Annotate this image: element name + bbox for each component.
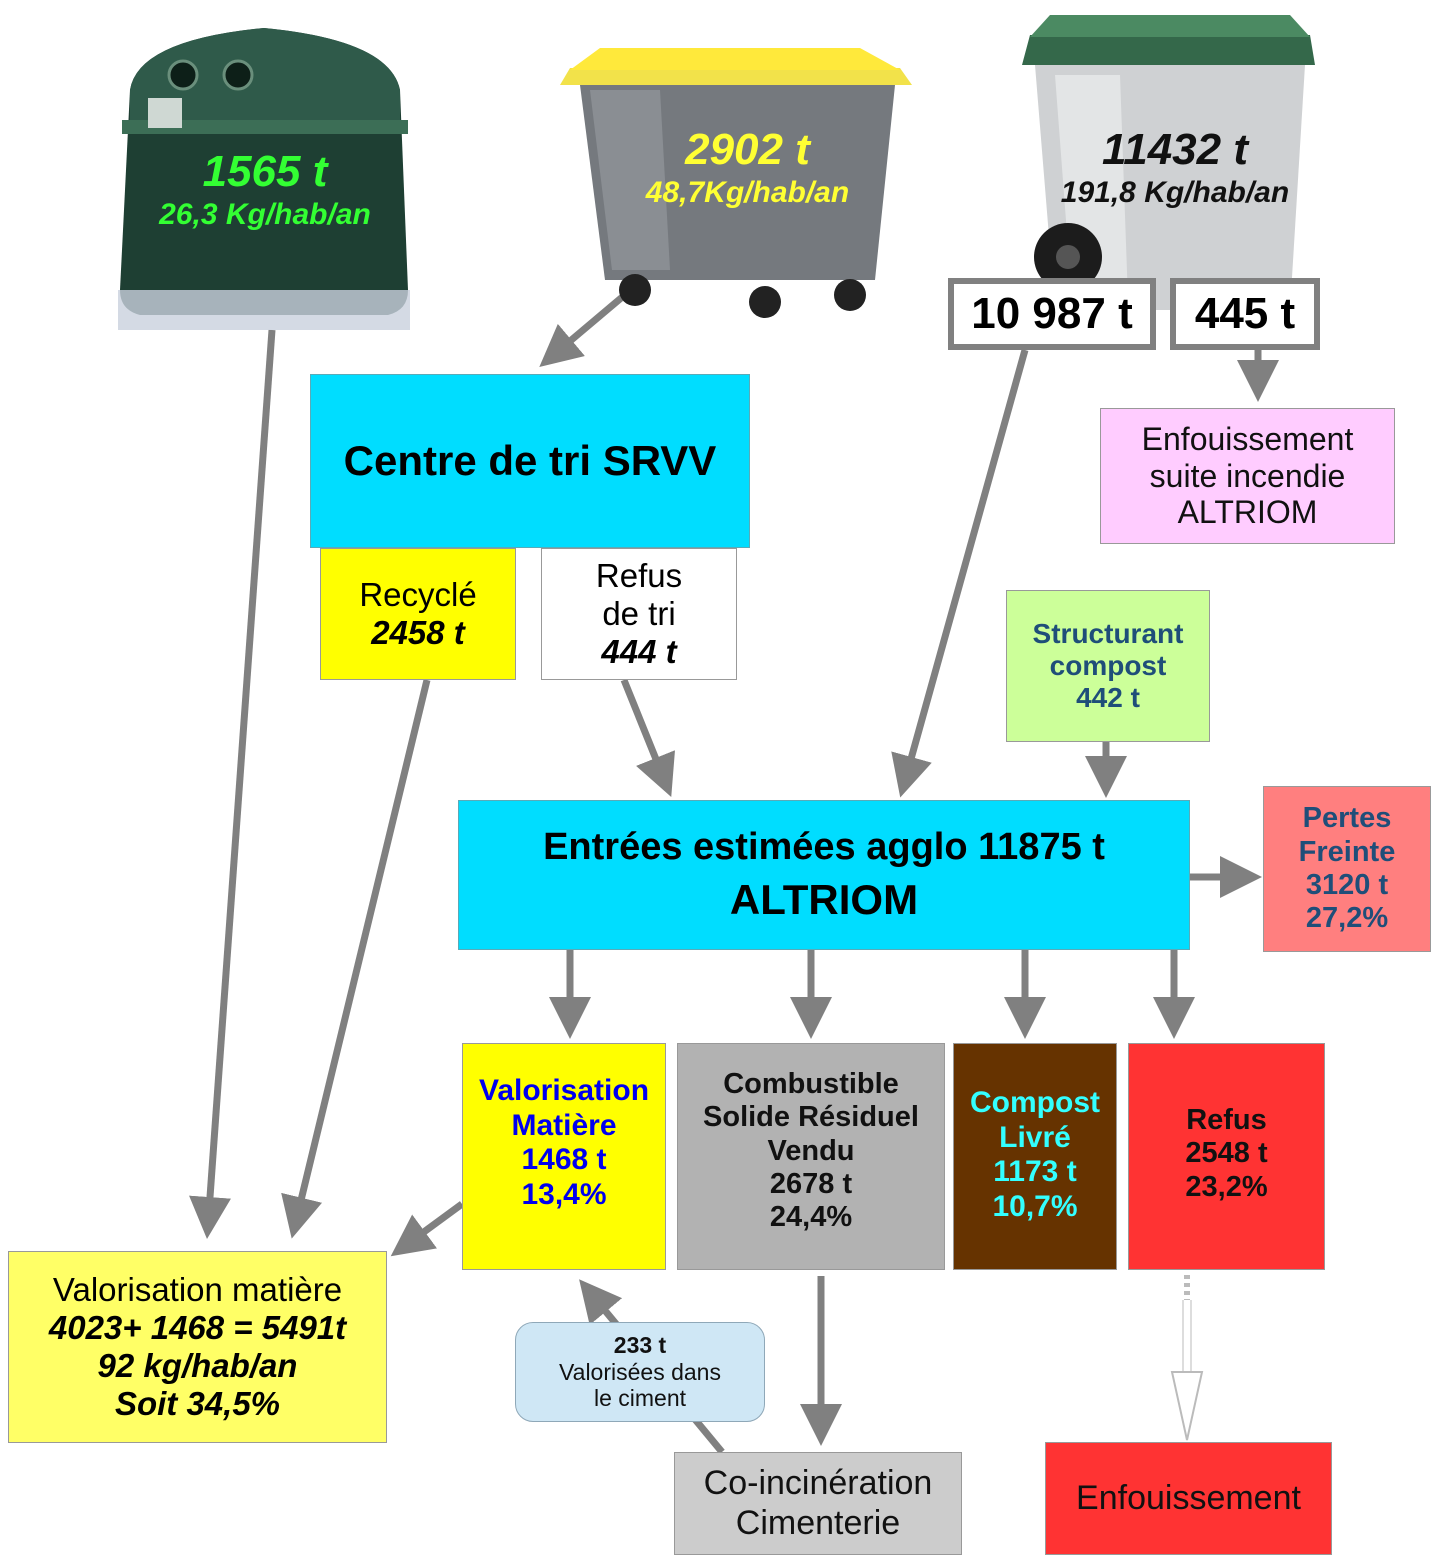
summary-line3: 92 kg/hab/an: [97, 1347, 298, 1384]
recycled-label: Recyclé: [359, 576, 477, 614]
csr-value: 2678 t: [769, 1168, 853, 1201]
sorting-center-label: Centre de tri SRVV: [343, 436, 717, 484]
refus-box: Refus 2548 t 23,2%: [1128, 1043, 1325, 1270]
arrow-refuse-to-altriom: [620, 678, 675, 797]
csr-line1: Combustible: [723, 1068, 899, 1100]
compost-pct: 10,7%: [992, 1189, 1078, 1223]
summary-line1: Valorisation matière: [52, 1271, 343, 1309]
landfill-fire-line3: ALTRIOM: [1177, 494, 1318, 531]
refus-value: 2548 t: [1185, 1137, 1268, 1170]
sort-refuse-box: Refus de tri 444 t: [541, 548, 737, 680]
valmat-line2: Matière: [511, 1108, 617, 1142]
csr-box: Combustible Solide Résiduel Vendu 2678 t…: [677, 1043, 945, 1270]
split-box-right: 445 t: [1170, 278, 1320, 350]
recycled-box: Recyclé 2458 t: [320, 548, 516, 680]
sorting-center-box: Centre de tri SRVV: [310, 374, 750, 548]
split-left-value: 10 987 t: [971, 288, 1133, 338]
compost-line1: Compost: [970, 1086, 1100, 1119]
glass-bottle-bank-icon: [108, 20, 420, 332]
valmat-box: Valorisation Matière 1468 t 13,4%: [462, 1043, 666, 1270]
structurant-box: Structurant compost 442 t: [1006, 590, 1210, 742]
landfill-label: Enfouissement: [1076, 1478, 1301, 1517]
structurant-line1: Structurant: [1032, 617, 1184, 649]
cement-note-value: 233 t: [613, 1332, 667, 1359]
yellow-tonnage: 2902 t: [685, 125, 810, 175]
green-ratio: 191,8 Kg/hab/an: [1060, 176, 1290, 210]
csr-line3: Vendu: [767, 1134, 855, 1167]
arrow-split-to-altriom: [891, 349, 1029, 798]
split-box-left: 10 987 t: [948, 278, 1156, 350]
valmat-value: 1468 t: [521, 1143, 607, 1176]
summary-line4: Soit 34,5%: [114, 1384, 281, 1422]
losses-pct: 27,2%: [1305, 902, 1389, 935]
refus-pct: 23,2%: [1185, 1170, 1268, 1203]
coincineration-line2: Cimenterie: [735, 1503, 901, 1542]
recycled-value: 2458 t: [371, 614, 465, 651]
yellow-bin-label: 2902 t 48,7Kg/hab/an: [605, 118, 890, 218]
green-lid-bin-icon: [1010, 5, 1330, 330]
sort-refuse-line1: Refus: [595, 557, 683, 595]
summary-box: Valorisation matière 4023+ 1468 = 5491t …: [8, 1251, 387, 1443]
green-tonnage: 11432 t: [1102, 125, 1248, 175]
glass-bin-label: 1565 t 26,3 Kg/hab/an: [130, 140, 400, 240]
compost-line2: Livré: [999, 1120, 1071, 1154]
structurant-line2: compost: [1049, 649, 1167, 681]
losses-value: 3120 t: [1305, 869, 1389, 901]
losses-line2: Freinte: [1298, 835, 1396, 868]
arrow-glass-to-summary: [189, 329, 276, 1239]
glass-ratio: 26,3 Kg/hab/an: [159, 198, 371, 232]
arrow-valmat-to-summary: [390, 1201, 465, 1257]
altriom-line2: ALTRIOM: [729, 875, 919, 923]
valmat-pct: 13,4%: [521, 1177, 607, 1211]
glass-tonnage: 1565 t: [202, 147, 328, 197]
sort-refuse-line2: de tri: [602, 595, 676, 633]
structurant-value: 442 t: [1076, 682, 1140, 714]
losses-box: Pertes Freinte 3120 t 27,2%: [1263, 786, 1431, 952]
compost-box: Compost Livré 1173 t 10,7%: [953, 1043, 1117, 1270]
sort-refuse-value: 444 t: [601, 632, 677, 670]
arrow-recycled-to-summary: [281, 679, 431, 1239]
cement-note-line2: le ciment: [593, 1385, 687, 1412]
altriom-box: Entrées estimées agglo 11875 t ALTRIOM: [458, 800, 1190, 950]
losses-line1: Pertes: [1302, 802, 1392, 835]
landfill-fire-line2: suite incendie: [1149, 457, 1346, 494]
green-bin-label: 11432 t 191,8 Kg/hab/an: [1020, 118, 1330, 218]
csr-pct: 24,4%: [769, 1201, 853, 1234]
summary-line2: 4023+ 1468 = 5491t: [48, 1309, 347, 1347]
coincineration-box: Co-incinération Cimenterie: [674, 1452, 962, 1555]
landfill-fire-line1: Enfouissement: [1141, 420, 1354, 457]
landfill-box: Enfouissement: [1045, 1442, 1332, 1555]
valmat-line1: Valorisation: [478, 1074, 650, 1107]
yellow-ratio: 48,7Kg/hab/an: [645, 176, 850, 210]
csr-line2: Solide Résiduel: [703, 1101, 919, 1134]
altriom-line1: Entrées estimées agglo 11875 t: [543, 826, 1105, 868]
split-right-value: 445 t: [1194, 288, 1296, 338]
dashed-arrow-refus-to-landfill: [1170, 1275, 1204, 1441]
yellow-lid-bin-icon: [560, 40, 915, 322]
cement-note-line1: Valorisées dans: [559, 1358, 721, 1385]
compost-value: 1173 t: [993, 1155, 1077, 1188]
refus-line1: Refus: [1186, 1104, 1267, 1136]
landfill-fire-box: Enfouissement suite incendie ALTRIOM: [1100, 408, 1395, 544]
coincineration-line1: Co-incinération: [703, 1464, 933, 1503]
cement-note-box: 233 t Valorisées dans le ciment: [515, 1322, 765, 1422]
